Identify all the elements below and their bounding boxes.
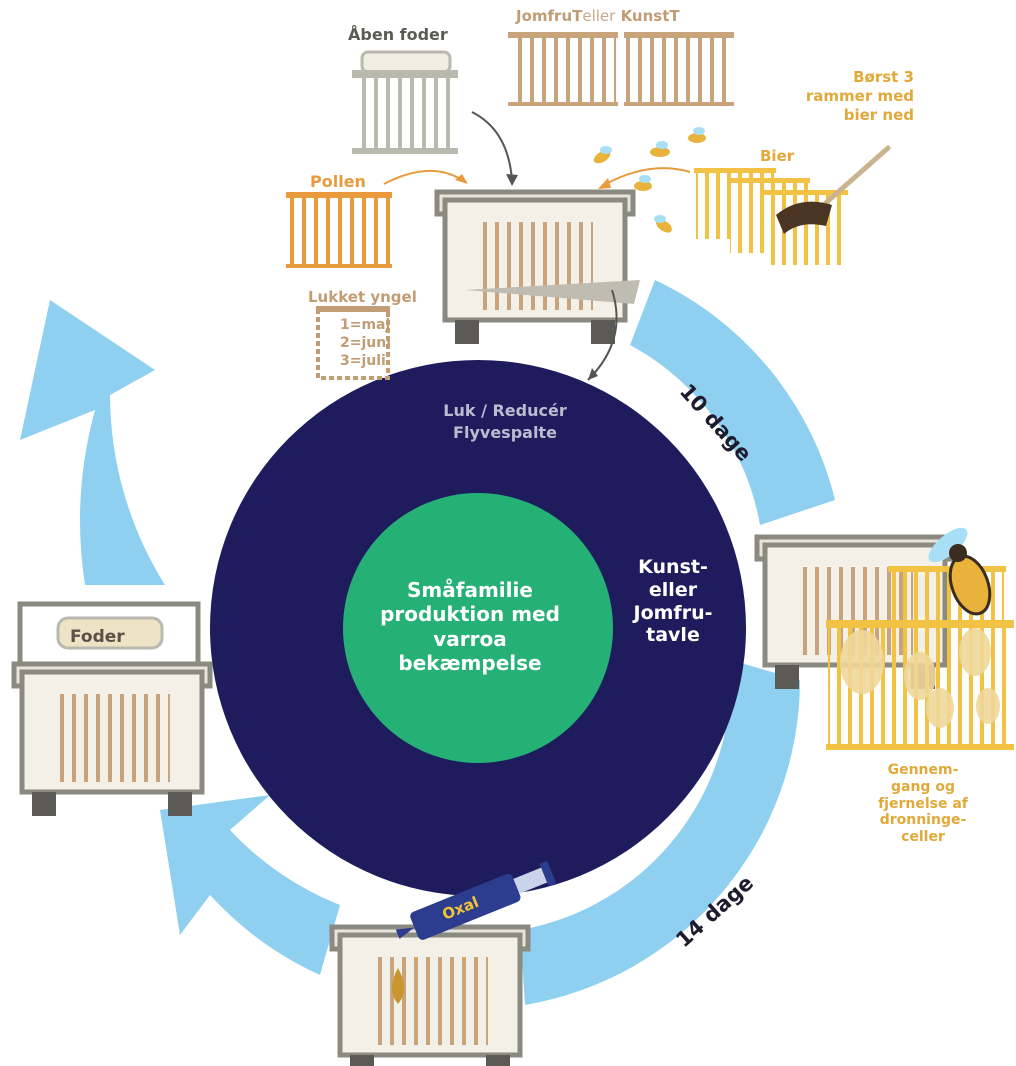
entrance-reducer xyxy=(465,280,640,304)
frame-icon xyxy=(316,306,390,380)
bee-icon xyxy=(593,127,706,233)
kunst-t-label: KunstT xyxy=(620,7,680,25)
foder-label: Foder xyxy=(70,627,125,647)
lukket-yngel-label: Lukket yngel xyxy=(308,288,417,306)
yngel-item-2: 2=juni xyxy=(340,335,392,351)
eller-label: eller xyxy=(582,7,616,25)
drop-icon xyxy=(392,968,404,1004)
cycle-arrow-icon xyxy=(20,280,835,1005)
frame-icon xyxy=(286,192,392,268)
center-circle xyxy=(343,493,613,763)
yngel-item-1: 1=maj xyxy=(340,317,391,333)
bier-label: Bier xyxy=(760,147,795,165)
frame-icon xyxy=(508,32,734,106)
hive-icon xyxy=(437,192,633,344)
yngel-item-3: 3=juli xyxy=(340,353,386,369)
frame-icon xyxy=(352,50,458,154)
aben-foder-label: Åben foder xyxy=(348,25,448,44)
hive-icon xyxy=(332,927,528,1066)
gennemgang-label: Gennem- gang og fjernelse af dronninge- … xyxy=(878,762,968,846)
borst-label: Børst 3 rammer med bier ned xyxy=(805,68,914,124)
kunst-eller-jomfru-label: Kunst- eller Jomfru- tavle xyxy=(633,556,713,647)
syringe-icon xyxy=(395,860,557,940)
pollen-label: Pollen xyxy=(310,172,366,191)
luk-reducer-label: Luk / Reducér Flyvespalte xyxy=(443,401,567,442)
bee-icon xyxy=(928,527,992,616)
jomfru-kunst-label: JomfruTeller KunstT xyxy=(516,8,680,25)
hive-icon xyxy=(14,601,210,816)
center-title: Småfamilie produktion med varroa bekæmpe… xyxy=(380,578,560,676)
brush-icon xyxy=(776,145,891,234)
jomfru-t-label: JomfruT xyxy=(516,7,583,25)
